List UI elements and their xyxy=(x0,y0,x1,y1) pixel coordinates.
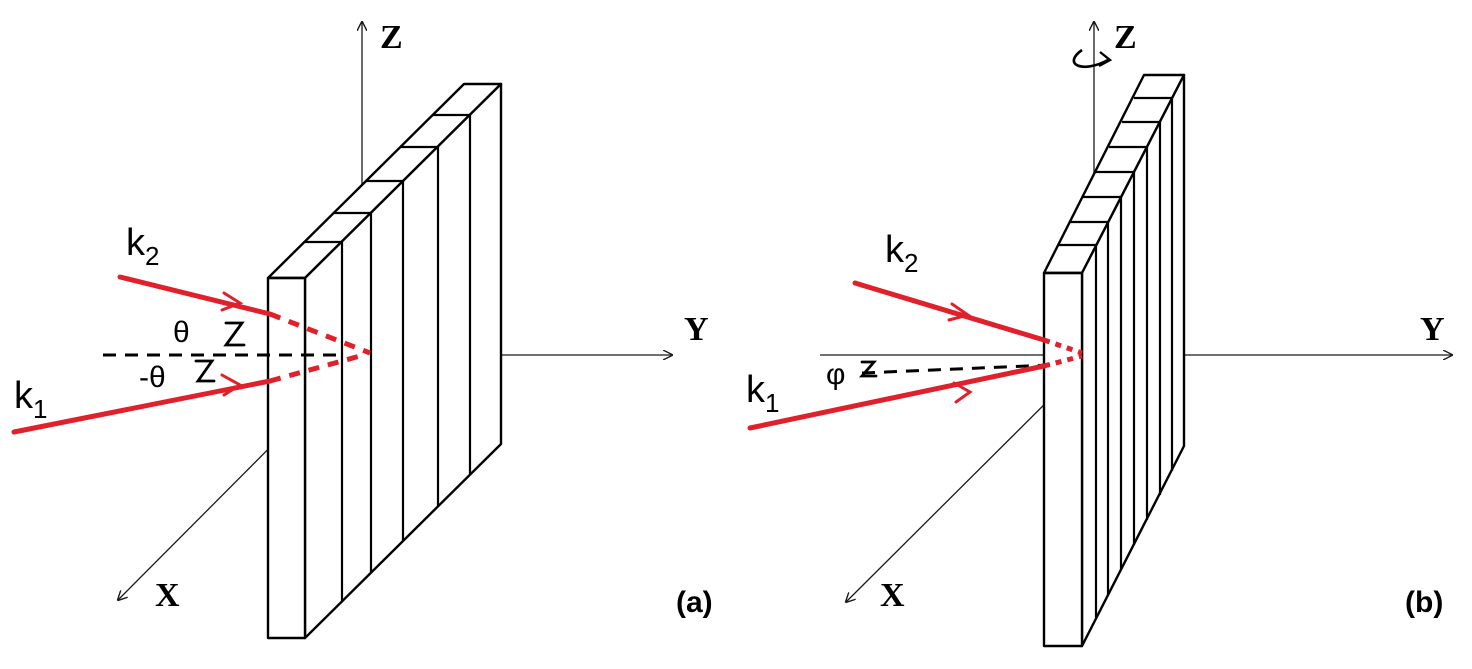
k2-label-b: k2 xyxy=(885,229,918,278)
grating-plate-b xyxy=(1042,73,1186,648)
theta-angle-mark-a xyxy=(223,321,246,347)
x-axis-label-b: X xyxy=(880,577,905,614)
k1-label-a: k1 xyxy=(14,375,47,424)
k2-label-a: k2 xyxy=(126,222,159,271)
z-axis-label-b: Z xyxy=(1114,19,1137,56)
beam-k2-a xyxy=(117,274,371,356)
neg-theta-label-a: -θ xyxy=(139,361,166,394)
panel-label-b: (b) xyxy=(1405,586,1443,619)
panel-b: Z Y X k2 k1 φ (b) xyxy=(746,19,1452,648)
rotation-arrow-icon xyxy=(1072,48,1109,69)
panel-a: Z Y X k2 k1 θ -θ (a) xyxy=(11,19,713,640)
grating-plate-a xyxy=(266,82,503,640)
panel-label-a: (a) xyxy=(676,586,713,619)
k1-label-b: k1 xyxy=(746,369,779,418)
x-axis-label-a: X xyxy=(155,577,180,614)
neg-theta-angle-mark-a xyxy=(194,359,216,383)
z-axis-label-a: Z xyxy=(380,19,403,56)
phi-angle-mark-b xyxy=(858,360,878,378)
beam-k2-b xyxy=(852,280,1083,356)
phi-label-b: φ xyxy=(826,358,845,391)
y-axis-label-b: Y xyxy=(1420,311,1445,348)
normal-dashed-line-b xyxy=(861,363,1051,375)
theta-label-a: θ xyxy=(173,316,190,349)
beam-k1-a xyxy=(11,353,361,435)
beam-k1-b xyxy=(747,353,1083,431)
y-axis-label-a: Y xyxy=(684,311,709,348)
